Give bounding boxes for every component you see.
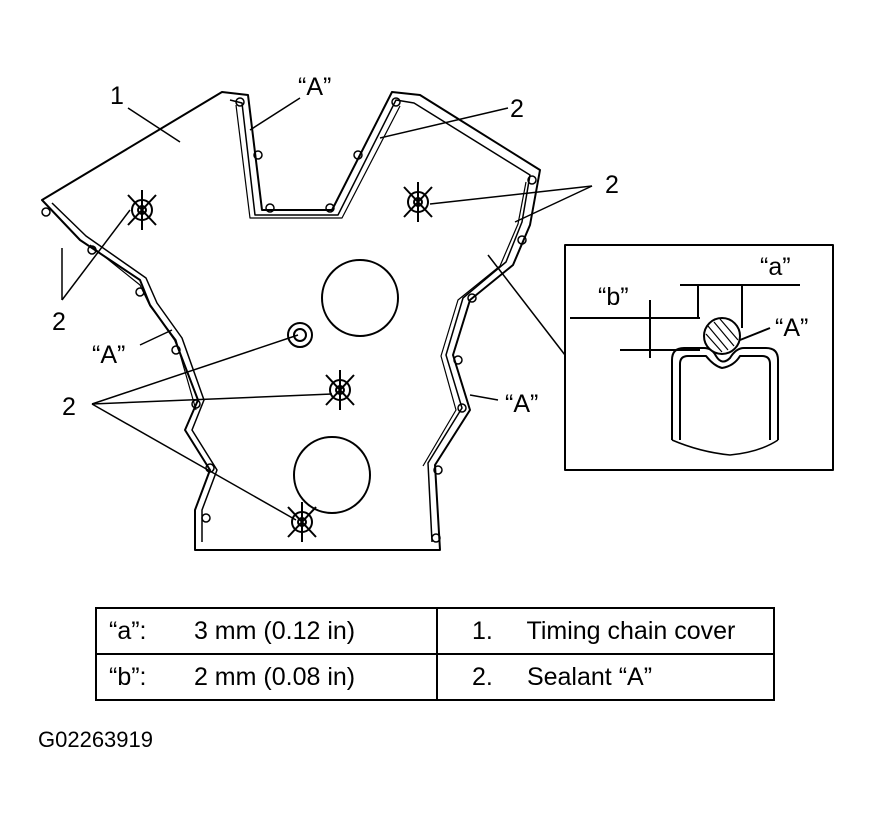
callout-dim-b: “b” bbox=[598, 283, 629, 311]
callout-a-detail: “A” bbox=[775, 314, 808, 342]
callout-a-left: “A” bbox=[92, 341, 125, 369]
callout-2-left: 2 bbox=[52, 308, 66, 336]
leader-lines bbox=[61, 97, 593, 521]
bolt-boss-4 bbox=[287, 502, 317, 542]
legend-row: “a”: 3 mm (0.12 in) 1. Timing chain cove… bbox=[95, 607, 775, 655]
sealant-bead-inner bbox=[89, 104, 527, 467]
callout-1: 1 bbox=[110, 82, 124, 110]
crank-hole-top bbox=[321, 259, 399, 337]
crank-hole-bottom bbox=[293, 436, 371, 514]
cover-outline bbox=[41, 91, 541, 551]
legend-row: “b”: 2 mm (0.08 in) 2. Sealant “A” bbox=[95, 653, 775, 701]
bolt-boss-2 bbox=[403, 182, 433, 222]
callout-2-top: 2 bbox=[510, 95, 524, 123]
detail-inset-box bbox=[564, 244, 834, 471]
legend-value: 3 mm (0.12 in) bbox=[193, 616, 356, 645]
legend-value: 2 mm (0.08 in) bbox=[193, 662, 356, 691]
sealant-bead bbox=[51, 99, 531, 543]
legend-number: 1. bbox=[472, 616, 493, 645]
legend-number: 2. bbox=[472, 662, 493, 691]
bolt-boss-1 bbox=[127, 190, 157, 230]
legend-table: “a”: 3 mm (0.12 in) 1. Timing chain cove… bbox=[95, 607, 775, 701]
callout-dim-a: “a” bbox=[760, 253, 791, 281]
legend-text: Timing chain cover bbox=[526, 616, 736, 645]
callout-a-top: “A” bbox=[298, 73, 331, 101]
bolt-boss-3 bbox=[325, 370, 355, 410]
legend-text: Sealant “A” bbox=[526, 662, 653, 691]
legend-key: “a”: bbox=[109, 616, 147, 645]
figure-code: G02263919 bbox=[38, 727, 153, 752]
small-hole bbox=[287, 322, 313, 348]
detail-section bbox=[570, 284, 800, 456]
legend-key: “b”: bbox=[109, 662, 147, 691]
callout-a-right: “A” bbox=[505, 390, 538, 418]
callout-2-right: 2 bbox=[605, 171, 619, 199]
perimeter-bolt-holes bbox=[41, 97, 537, 543]
callout-2-middle: 2 bbox=[62, 393, 76, 421]
